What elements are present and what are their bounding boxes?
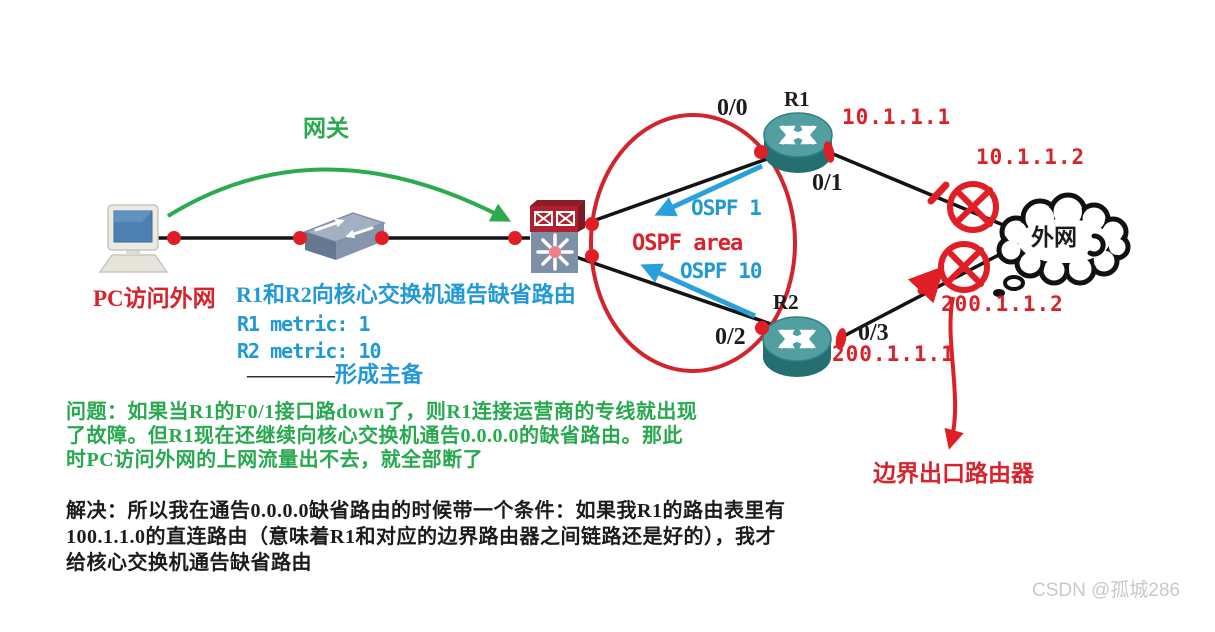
problem-line-3: 时PC访问外网的上网流量出不去，就全部断了 [66, 449, 484, 471]
internet-cloud-icon [993, 192, 1131, 297]
problem-line-1: 问题：如果当R1的F0/1接口路down了，则R1连接运营商的专线就出现 [66, 401, 698, 423]
note-backup: 形成主备 [335, 362, 424, 387]
ospf-proc10-label: OSPF 10 [680, 259, 763, 283]
ip-label-r2-wan: 200.1.1.1 [832, 342, 955, 366]
access-switch-icon [302, 212, 387, 260]
note-backup-line: ————形成主备 [247, 362, 424, 387]
ospf-proc1-label: OSPF 1 [691, 196, 762, 220]
interface-label-0-1: 0/1 [812, 170, 843, 196]
watermark: CSDN @孤城286 [1032, 580, 1181, 601]
router-r1-icon [764, 113, 832, 173]
solution-line-1: 解决：所以我在通告0.0.0.0缺省路由的时候带一个条件：如果我R1的路由表里有 [66, 500, 786, 522]
r1-wan-port-mark [823, 141, 835, 163]
router-label-r2: R2 [773, 290, 799, 314]
note-r1-metric: R1 metric: 1 [237, 312, 370, 336]
r2-wan-port-mark [835, 328, 847, 350]
gateway-arrow [166, 167, 512, 222]
link-core-to-r1 [575, 147, 796, 229]
interface-label-0-0: 0/0 [717, 95, 748, 121]
ospf-area-ellipse [589, 113, 797, 373]
note-dash: ———— [247, 362, 335, 387]
interface-label-0-3: 0/3 [858, 320, 889, 346]
edge-router-label: 边界出口路由器 [873, 461, 1034, 486]
edge-router-pointer-arrow [944, 296, 964, 450]
note-r2-metric: R2 metric: 10 [237, 339, 382, 363]
cloud-label: 外网 [1031, 225, 1077, 250]
solution-line-2: 100.1.1.0的直连路由（意味着R1和对应的边界路由器之间链路还是好的），我… [66, 526, 776, 548]
network-links [157, 147, 1013, 340]
router-r2-icon [763, 317, 831, 377]
pc-label: PC访问外网 [93, 286, 216, 311]
ospf-area-label: OSPF area [632, 231, 743, 256]
ospf1-arrow [654, 163, 764, 217]
core-switch-icon [530, 200, 585, 273]
junction-dots [167, 145, 769, 335]
router-label-r1: R1 [784, 87, 810, 111]
gateway-label: 网关 [303, 116, 349, 141]
pc-icon [98, 204, 169, 273]
link1-tick-mark [927, 181, 950, 205]
edge-router-1-icon [947, 181, 999, 233]
note-advertise: R1和R2向核心交换机通告缺省路由 [236, 282, 576, 307]
ip-label-r1-wan: 10.1.1.1 [842, 105, 952, 129]
link2-tick-mark [907, 265, 945, 304]
ospf10-arrow [640, 263, 757, 319]
problem-line-2: 了故障。但R1现在还继续向核心交换机通告0.0.0.0的缺省路由。那此 [66, 425, 683, 447]
ip-label-edge2: 200.1.1.2 [941, 292, 1064, 316]
solution-line-3: 给核心交换机通告缺省路由 [66, 552, 312, 574]
ip-label-edge1: 10.1.1.2 [976, 145, 1086, 169]
interface-label-0-2: 0/2 [715, 324, 746, 350]
edge-router-2-icon [938, 241, 990, 293]
